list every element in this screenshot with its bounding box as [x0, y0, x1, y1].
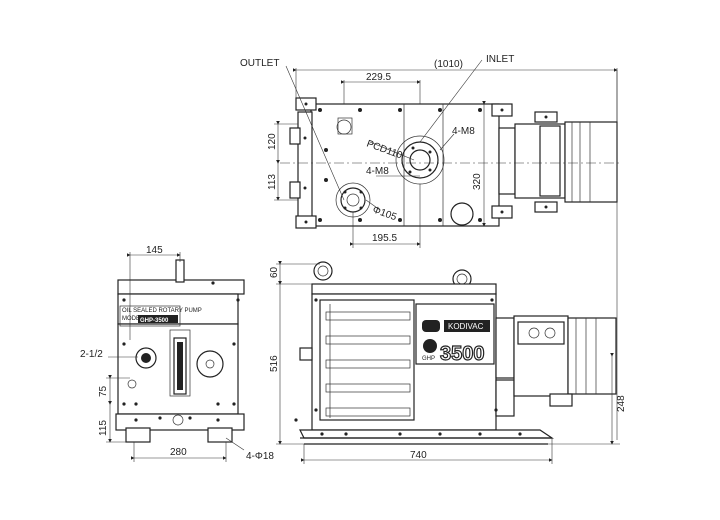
front-brand-panel	[415, 303, 495, 365]
top-lower-boss	[450, 202, 474, 226]
top-view: OUTLET INLET (1010) 229.5 195.5 4-M8 4-M…	[240, 54, 620, 440]
side-top-stem	[175, 259, 185, 283]
inlet-label: INLET	[486, 54, 514, 65]
side-view: OIL SEALED ROTARY PUMP MODEL GHP-3500	[80, 245, 274, 462]
front-base-bolts	[294, 298, 522, 436]
side-nameplate	[119, 305, 181, 327]
top-motor-fan-cover	[564, 121, 618, 203]
model-number: 3500	[440, 343, 485, 365]
side-base	[115, 413, 245, 431]
dim-320: 320	[472, 173, 483, 190]
side-foot-right	[207, 427, 233, 443]
dim-60: 60	[269, 266, 280, 278]
top-outlet-port	[336, 119, 352, 135]
top-left-boss	[289, 127, 301, 145]
brand-sub: GHP	[422, 356, 435, 362]
dim-516: 516	[269, 355, 280, 372]
dim-120: 120	[267, 133, 278, 150]
note-4m8-lower: 4-M8	[366, 166, 389, 177]
side-foot-left	[125, 427, 151, 443]
dim-229-5: 229.5	[366, 72, 391, 83]
dim-248: 248	[616, 395, 627, 412]
front-motor-fan-cover	[567, 317, 617, 395]
front-louvres	[325, 304, 411, 418]
dim-75: 75	[98, 385, 109, 397]
outlet-label: OUTLET	[240, 58, 279, 69]
dim-2-1-2: 2-1/2	[80, 349, 103, 360]
dim-113: 113	[267, 174, 278, 190]
side-inlet-port	[196, 350, 224, 378]
front-top-cover	[311, 283, 497, 295]
side-outlet-port	[135, 347, 157, 369]
brand-name: KODIVAC	[448, 322, 484, 331]
front-base-frame	[299, 429, 554, 439]
dim-1010: (1010)	[434, 59, 463, 70]
plate-line2: MODEL	[122, 316, 144, 322]
front-view: KODIVAC GHP 3500	[269, 261, 627, 464]
side-bolt-holes	[122, 281, 240, 422]
plate-line1: OIL SEALED ROTARY PUMP	[122, 308, 202, 314]
dim-115: 115	[98, 420, 109, 436]
front-eyebolt-left	[313, 261, 333, 281]
note-4m8-upper: 4-M8	[452, 126, 475, 137]
dim-740: 740	[410, 450, 427, 461]
top-bolt-holes	[303, 102, 548, 224]
plate-model: GHP-3500	[140, 318, 169, 324]
dim-280: 280	[170, 447, 187, 458]
top-left-boss-lower	[289, 181, 301, 199]
note-4phi18: 4-Φ18	[246, 451, 274, 462]
dim-145: 145	[146, 245, 163, 256]
brand-logo-icon	[423, 339, 437, 353]
dim-195-5: 195.5	[372, 233, 397, 244]
front-motor-terminal-box	[517, 321, 565, 345]
